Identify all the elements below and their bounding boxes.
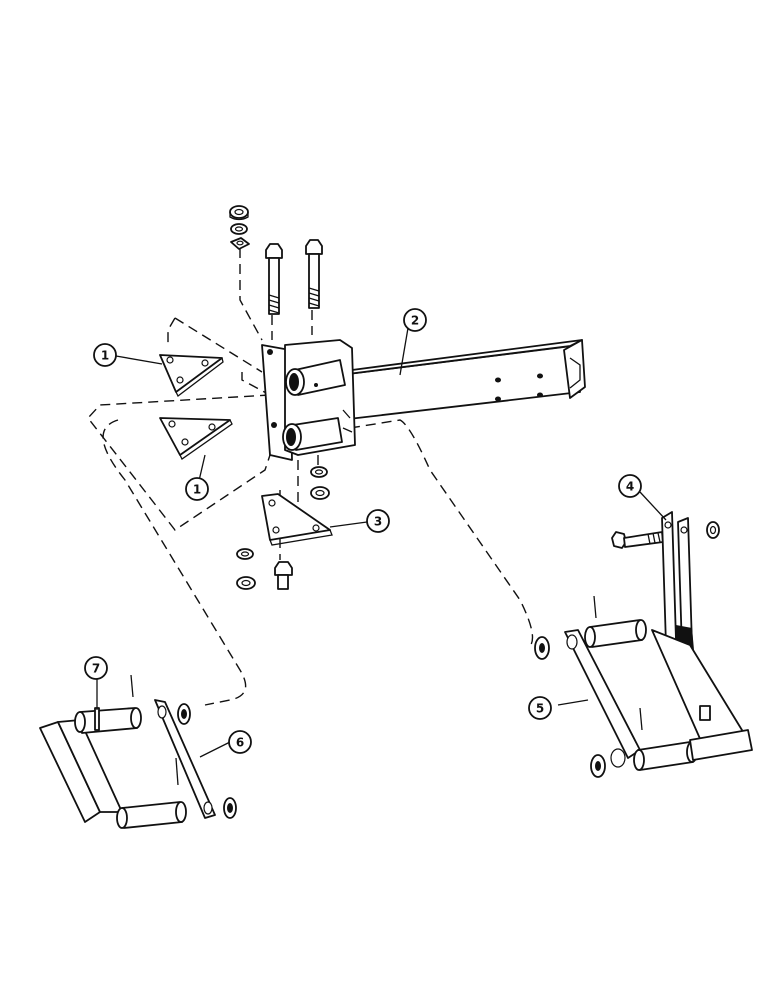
assembly-guide-lines	[87, 248, 534, 706]
leader-lines	[96, 327, 667, 758]
plate-lower	[159, 417, 233, 460]
hinge-bracket	[261, 339, 356, 461]
plate-part-3	[261, 493, 333, 546]
right-assembly	[534, 511, 753, 778]
callout-5-label: 5	[536, 702, 544, 716]
lock-washer-icon	[236, 548, 254, 560]
callout-1a-label: 1	[101, 349, 109, 363]
callout-6-label: 6	[236, 736, 244, 750]
lower-bracket-hardware	[310, 466, 330, 500]
bolt-right-icon	[305, 239, 323, 309]
callout-4-label: 4	[626, 480, 634, 494]
washer-icon	[223, 797, 237, 819]
hex-nut-icon	[310, 486, 330, 500]
bolt-short-icon	[274, 561, 293, 590]
washer-icon	[177, 703, 191, 725]
callout-7: 7	[84, 656, 108, 680]
callout-6: 6	[228, 730, 252, 754]
main-beam	[339, 339, 586, 421]
square-washer-icon	[230, 237, 250, 250]
callout-1b: 1	[185, 477, 209, 501]
hex-nut-icon	[236, 576, 256, 590]
hex-nut-icon	[706, 521, 720, 539]
bolt-horizontal-icon	[611, 531, 664, 549]
bolt-left-icon	[265, 243, 283, 315]
callout-2: 2	[403, 308, 427, 332]
lock-washer-icon	[230, 223, 248, 235]
callout-5: 5	[528, 696, 552, 720]
plate-3-hardware	[236, 548, 293, 590]
callout-3-label: 3	[374, 515, 382, 529]
callout-1b-label: 1	[193, 483, 201, 497]
callout-7-label: 7	[92, 662, 100, 676]
washer-icon	[534, 636, 550, 660]
callout-1a: 1	[93, 343, 117, 367]
callout-2-label: 2	[411, 314, 419, 328]
lock-washer-icon	[310, 466, 328, 478]
left-assembly	[39, 674, 237, 829]
hex-nut-icon	[229, 205, 249, 221]
callout-3: 3	[366, 509, 390, 533]
top-hardware	[229, 205, 250, 250]
plate-upper	[159, 354, 224, 397]
washer-icon	[590, 754, 606, 778]
callout-4: 4	[618, 474, 642, 498]
